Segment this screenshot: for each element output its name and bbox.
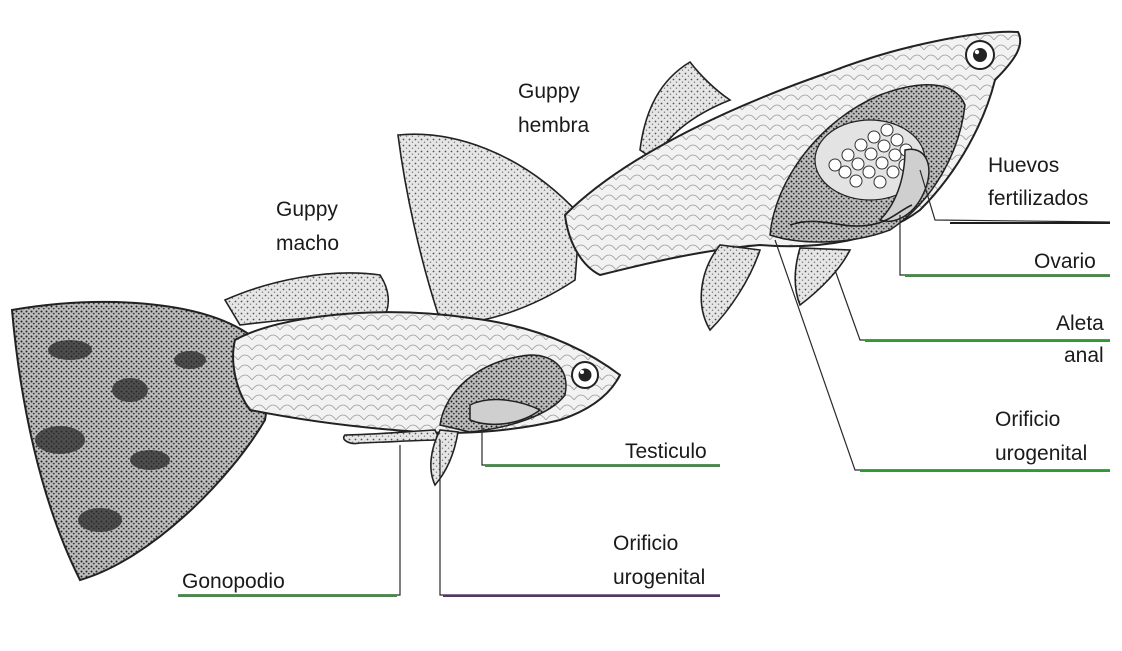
label-testiculo: Testiculo <box>625 440 707 463</box>
label-orificio-hembra-1: Orificio <box>995 408 1060 431</box>
label-guppy-macho-1: Guppy <box>276 198 338 221</box>
label-orificio-macho-1: Orificio <box>613 532 678 555</box>
label-gonopodio: Gonopodio <box>182 570 285 593</box>
label-guppy-hembra-1: Guppy <box>518 80 580 103</box>
label-guppy-hembra-2: hembra <box>518 114 590 137</box>
female-pelvic-fin <box>701 245 760 330</box>
label-huevos-2: fertilizados <box>988 187 1088 210</box>
label-ovario: Ovario <box>1034 250 1096 273</box>
gonopodium <box>344 430 440 443</box>
female-tail-fin <box>398 134 580 322</box>
female-anal-fin <box>795 248 850 305</box>
male-eye <box>572 362 598 388</box>
female-eye <box>966 41 994 69</box>
label-orificio-hembra-2: urogenital <box>995 442 1087 465</box>
label-orificio-macho-2: urogenital <box>613 566 705 589</box>
label-aleta-2: anal <box>1064 344 1104 367</box>
label-aleta-1: Aleta <box>1056 312 1104 335</box>
male-guppy <box>12 273 620 580</box>
female-guppy <box>398 32 1020 330</box>
label-guppy-macho-2: macho <box>276 232 339 255</box>
label-huevos-1: Huevos <box>988 154 1059 177</box>
